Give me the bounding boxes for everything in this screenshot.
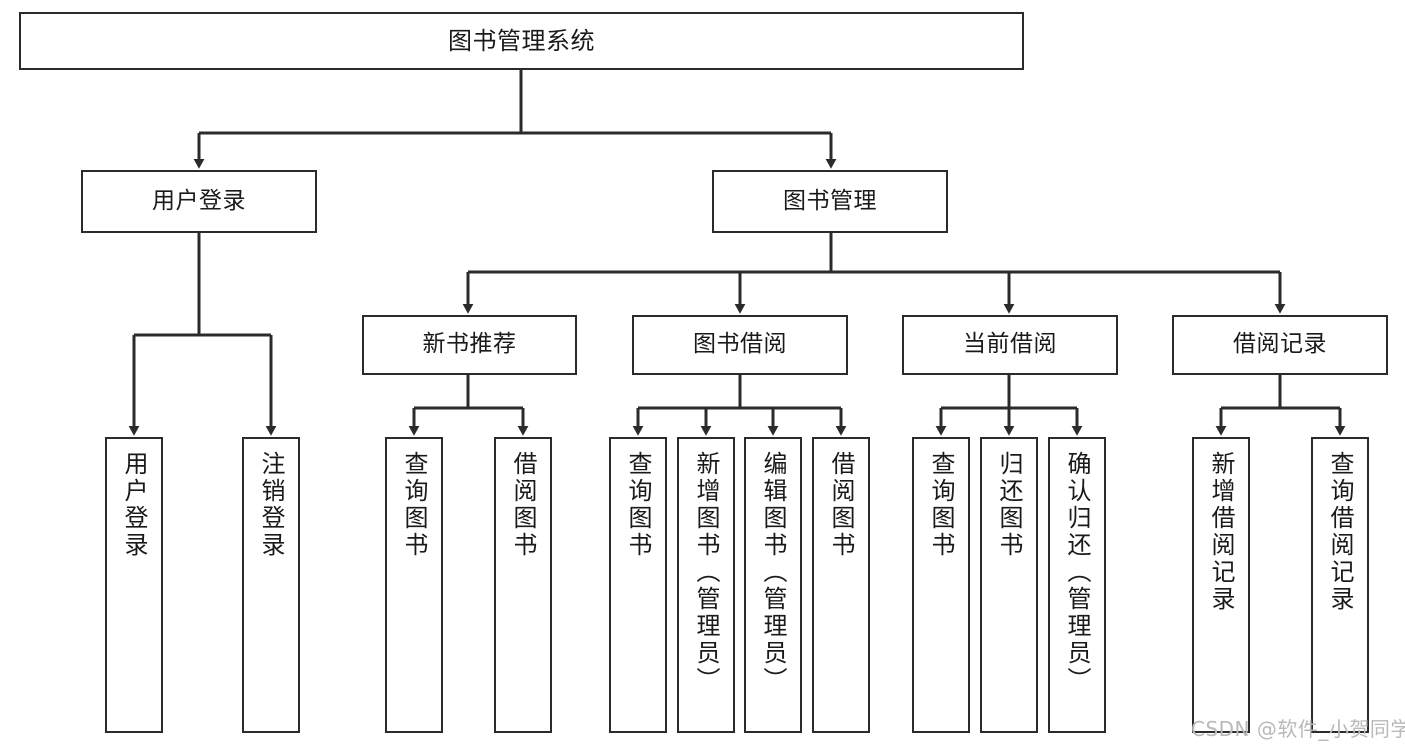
node-new-book-recommend[interactable]: 新书推荐 — [362, 315, 577, 375]
node-leaf-add-book[interactable]: 新增图书（管理员） — [677, 437, 735, 733]
node-label: 当前借阅 — [963, 331, 1057, 358]
node-leaf-confirm-return[interactable]: 确认归还（管理员） — [1048, 437, 1106, 733]
node-label: 新书推荐 — [422, 331, 517, 358]
node-label: 用户登录 — [120, 451, 148, 559]
node-borrow-record[interactable]: 借阅记录 — [1172, 315, 1388, 375]
node-leaf-user-login[interactable]: 用户登录 — [105, 437, 163, 733]
node-leaf-logout-login[interactable]: 注销登录 — [242, 437, 300, 733]
node-label: 注销登录 — [257, 451, 285, 559]
node-leaf-query-book-borrow[interactable]: 查询图书 — [609, 437, 667, 733]
node-label: 用户登录 — [152, 187, 246, 214]
node-leaf-borrow-book-recommend[interactable]: 借阅图书 — [494, 437, 552, 733]
node-label: 查询图书 — [400, 451, 428, 559]
node-leaf-query-borrow-record[interactable]: 查询借阅记录 — [1311, 437, 1369, 733]
node-leaf-return-book[interactable]: 归还图书 — [980, 437, 1038, 733]
node-label: 确认归还（管理员） — [1063, 451, 1091, 694]
node-leaf-borrow-book[interactable]: 借阅图书 — [812, 437, 870, 733]
node-label: 归还图书 — [995, 451, 1023, 559]
node-leaf-edit-book[interactable]: 编辑图书（管理员） — [744, 437, 802, 733]
node-leaf-query-book-recommend[interactable]: 查询图书 — [385, 437, 443, 733]
node-label: 新增图书（管理员） — [692, 451, 720, 694]
node-book-management[interactable]: 图书管理 — [712, 170, 948, 233]
node-label: 借阅图书 — [827, 451, 855, 559]
node-label: 图书借阅 — [693, 331, 787, 358]
node-label: 借阅图书 — [509, 451, 537, 559]
node-leaf-query-book-current[interactable]: 查询图书 — [912, 437, 970, 733]
csdn-watermark: CSDN @软件_小贺同学 — [1191, 717, 1405, 741]
node-label: 查询借阅记录 — [1326, 451, 1354, 613]
node-root-book-management-system[interactable]: 图书管理系统 — [19, 12, 1024, 70]
node-leaf-add-borrow-record[interactable]: 新增借阅记录 — [1192, 437, 1250, 733]
node-label: 新增借阅记录 — [1207, 451, 1235, 613]
node-current-borrow[interactable]: 当前借阅 — [902, 315, 1118, 375]
node-label: 借阅记录 — [1233, 331, 1327, 358]
node-label: 图书管理系统 — [448, 26, 595, 55]
node-book-borrow[interactable]: 图书借阅 — [632, 315, 848, 375]
node-label: 查询图书 — [927, 451, 955, 559]
node-label: 查询图书 — [624, 451, 652, 559]
node-label: 编辑图书（管理员） — [759, 451, 787, 694]
node-user-login[interactable]: 用户登录 — [81, 170, 317, 233]
node-label: 图书管理 — [783, 187, 877, 214]
